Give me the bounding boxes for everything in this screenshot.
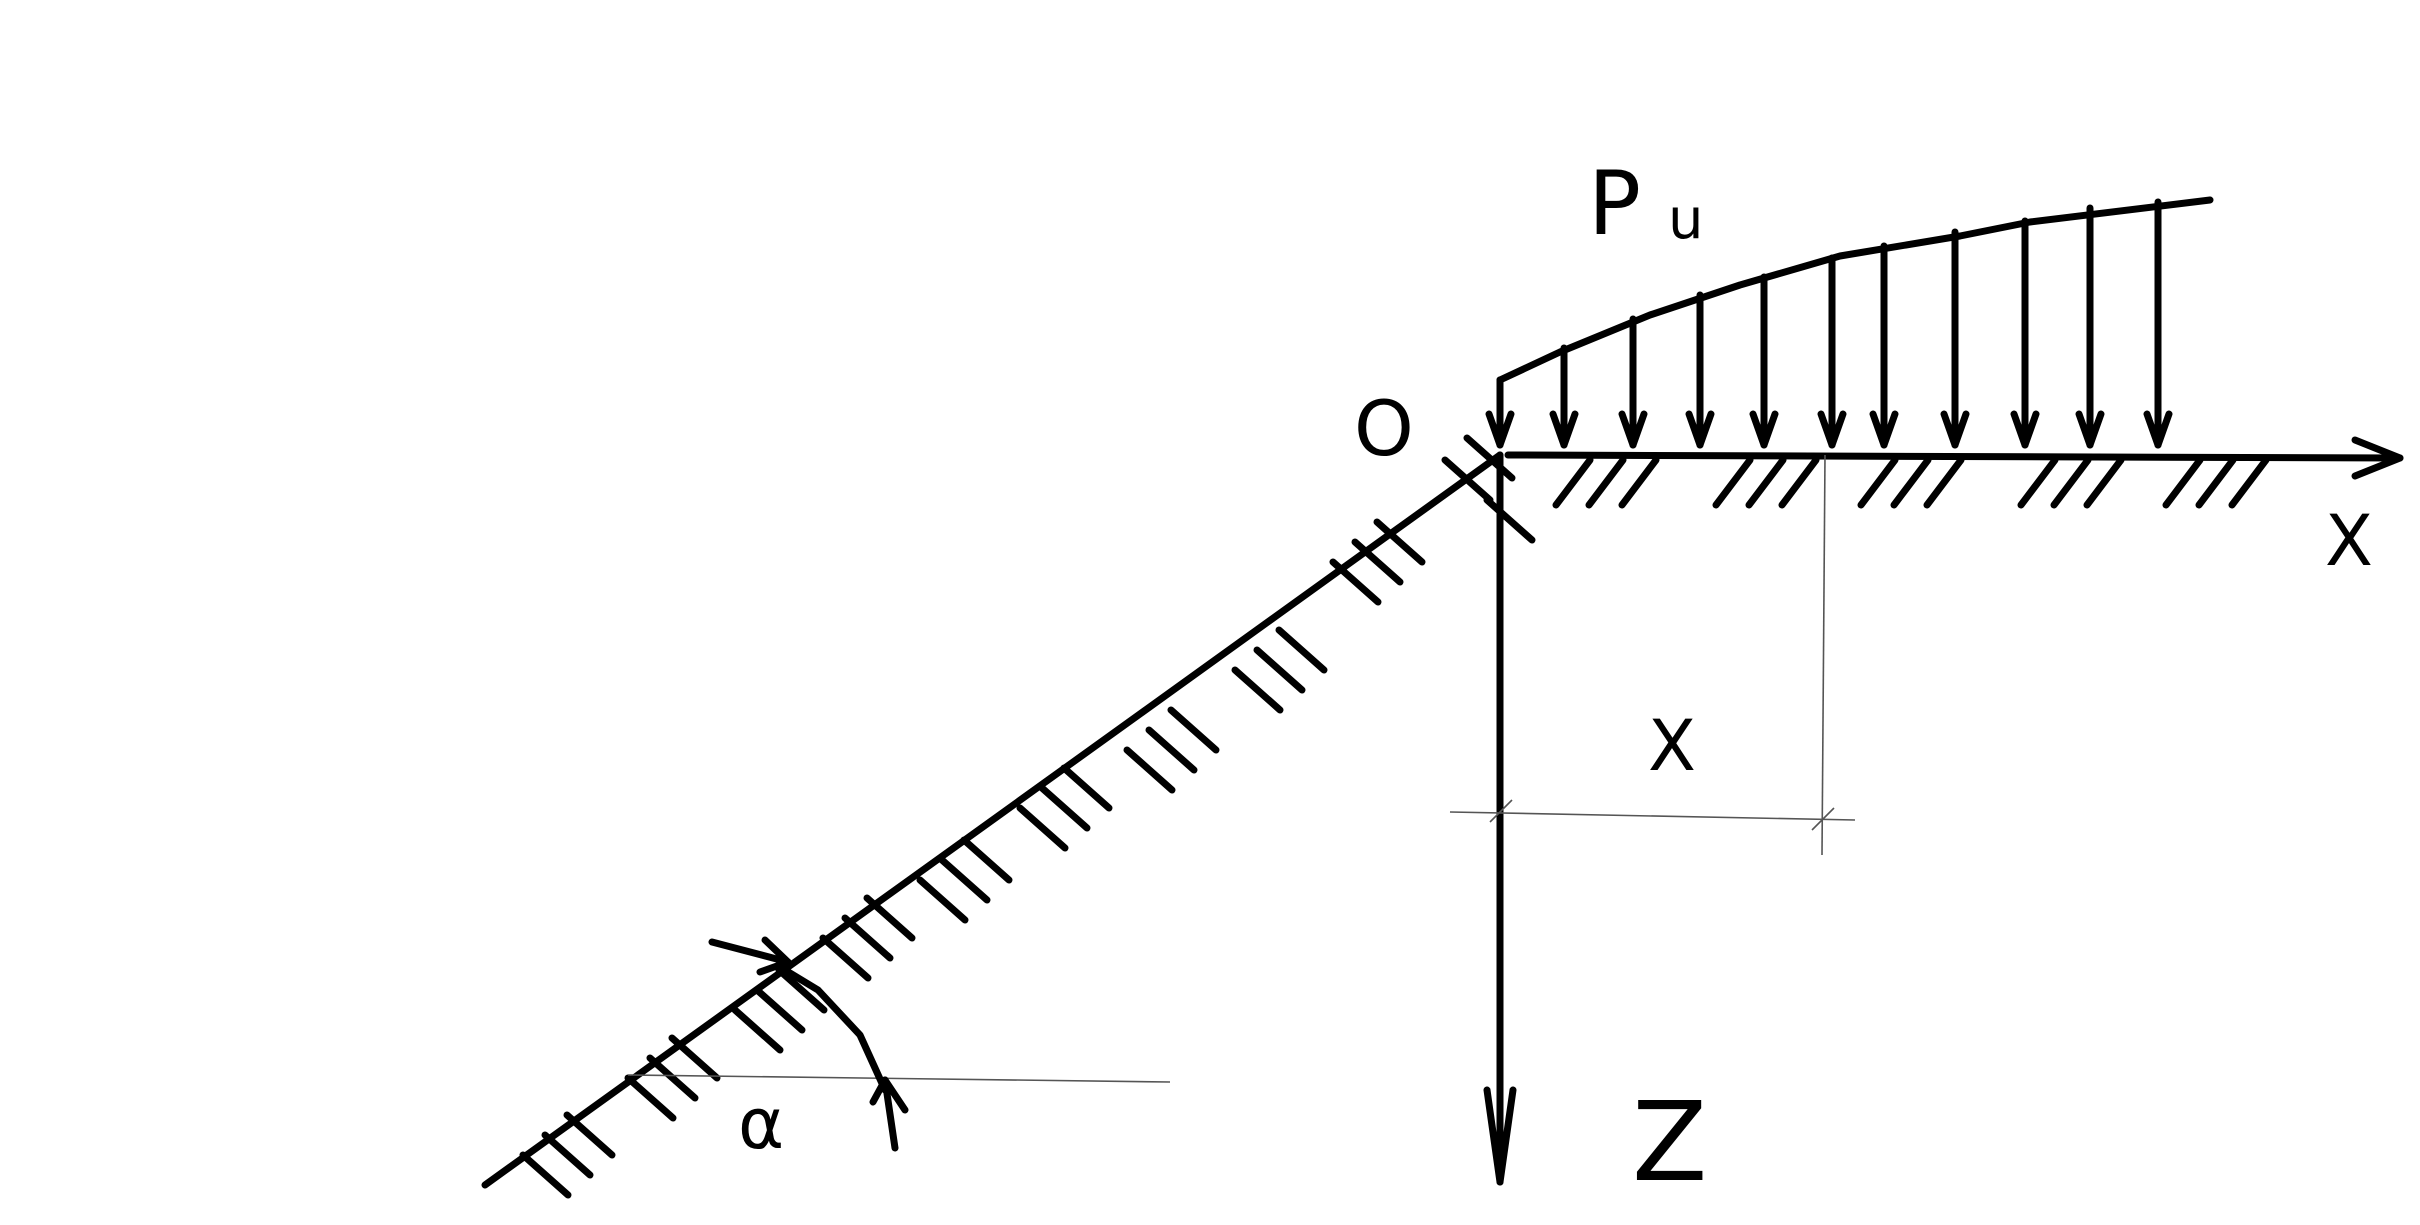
- angle-arrow-top-head: [756, 936, 792, 976]
- load-label: P: [1588, 152, 1641, 255]
- x-axis-line: [1504, 451, 2404, 462]
- load-arrow: [1485, 376, 1515, 449]
- angle-arrow-bottom: [881, 1076, 899, 1152]
- x-axis-label: X: [2325, 500, 2373, 582]
- load-arrows: [1485, 198, 2173, 449]
- origin-label: O: [1354, 384, 1414, 473]
- load-arrow: [1749, 273, 1779, 449]
- x-axis-arrowhead: [2351, 436, 2404, 480]
- dimension-x: [1449, 454, 1856, 856]
- load-arrow: [2143, 198, 2173, 449]
- angle-arc: [781, 966, 889, 1094]
- angle-reference-line: [627, 1074, 1171, 1083]
- z-axis-arrowhead: [1483, 1086, 1517, 1186]
- load-arrow: [1618, 315, 1648, 449]
- load-subscript: u: [1668, 187, 1704, 252]
- load-arrow: [1549, 344, 1579, 449]
- angle-arrow-bottom-head: [869, 1076, 909, 1114]
- load-arrow: [2075, 204, 2105, 449]
- ground-hatching: [1552, 456, 2270, 509]
- load-arrow: [1685, 291, 1715, 449]
- load-distribution-curve: [1496, 196, 2214, 384]
- distance-label: X: [1648, 705, 1696, 787]
- load-arrow: [1817, 254, 1847, 449]
- load-arrow: [1869, 242, 1899, 449]
- z-axis-label: Z: [1632, 1078, 1707, 1206]
- angle-label: α: [738, 1083, 784, 1165]
- load-arrow: [1940, 228, 1970, 449]
- load-arrow: [2010, 217, 2040, 449]
- slope-hatching: [519, 434, 1536, 1199]
- angle-arrow-top: [708, 938, 792, 966]
